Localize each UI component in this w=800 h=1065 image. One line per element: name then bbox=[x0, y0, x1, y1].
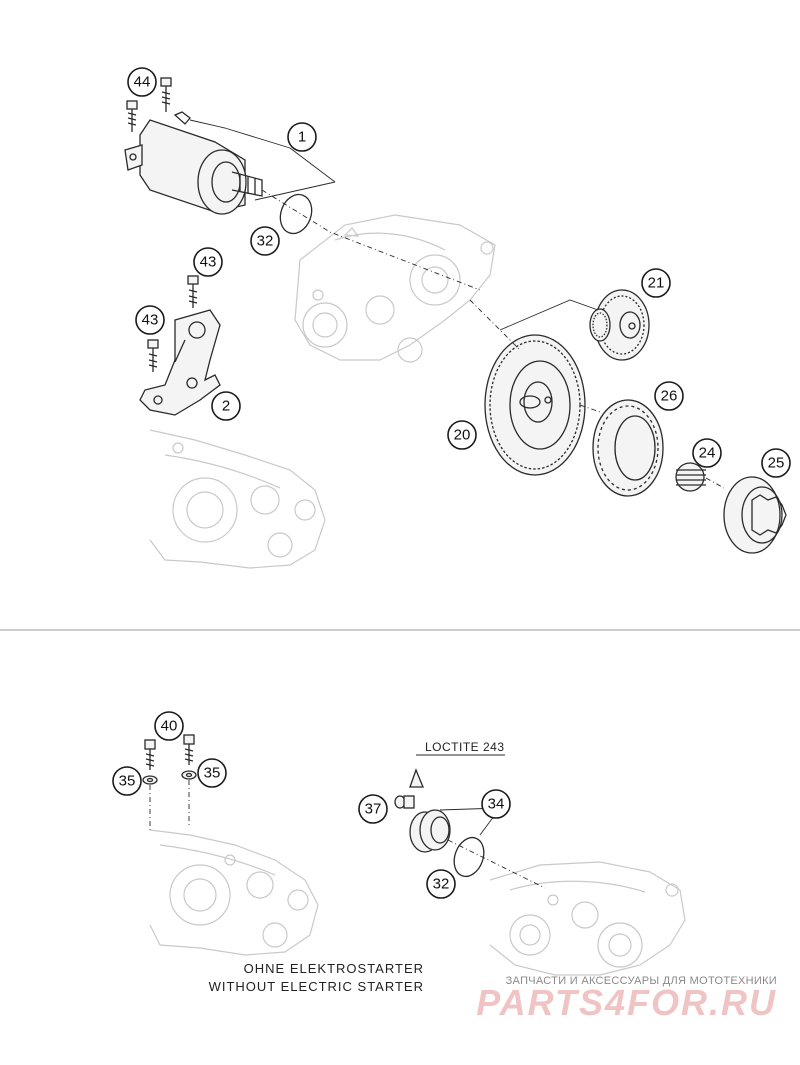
caption-german: OHNE ELEKTROSTARTER bbox=[244, 961, 424, 976]
bolt-44-left bbox=[126, 100, 138, 132]
engine-case-ghost-lower-right bbox=[489, 861, 686, 976]
svg-text:32: 32 bbox=[257, 233, 274, 250]
bolt-40-right bbox=[183, 734, 195, 765]
svg-text:32: 32 bbox=[433, 876, 450, 893]
callout-24: 24 bbox=[692, 438, 722, 468]
callout-34: 34 bbox=[481, 789, 511, 819]
callout-43-lower: 43 bbox=[135, 305, 165, 335]
cover-plug-34 bbox=[409, 809, 451, 853]
svg-text:37: 37 bbox=[365, 801, 382, 818]
svg-text:43: 43 bbox=[142, 312, 159, 329]
o-ring-32-lower bbox=[453, 836, 485, 878]
callout-35-left: 35 bbox=[112, 766, 142, 796]
svg-text:25: 25 bbox=[768, 455, 785, 472]
loctite-label: LOCTITE 243 bbox=[425, 740, 505, 754]
caption-english: WITHOUT ELECTRIC STARTER bbox=[209, 979, 424, 994]
washer-35-right bbox=[181, 770, 197, 780]
screw-37 bbox=[394, 795, 415, 809]
loctite-drop-icon bbox=[409, 768, 424, 788]
callout-1: 1 bbox=[287, 122, 317, 152]
needle-bearing-24 bbox=[675, 462, 706, 492]
starter-pinion-25 bbox=[723, 476, 787, 554]
svg-text:26: 26 bbox=[661, 388, 678, 405]
engine-case-ghost-upper-right bbox=[294, 214, 496, 363]
callout-25: 25 bbox=[761, 448, 791, 478]
svg-text:44: 44 bbox=[134, 74, 151, 91]
o-ring-32-upper bbox=[279, 193, 313, 235]
callout-35-right: 35 bbox=[197, 758, 227, 788]
starter-bracket bbox=[139, 309, 221, 416]
svg-text:35: 35 bbox=[204, 765, 221, 782]
starter-motor bbox=[124, 111, 263, 215]
engine-case-ghost-lower-left bbox=[149, 829, 319, 956]
svg-text:2: 2 bbox=[222, 398, 230, 415]
svg-text:1: 1 bbox=[298, 129, 306, 146]
freewheel-ring-26 bbox=[592, 399, 664, 497]
svg-text:24: 24 bbox=[699, 445, 716, 462]
bolt-40-left bbox=[144, 739, 156, 770]
callout-43-upper: 43 bbox=[193, 247, 223, 277]
bolt-43-lower bbox=[147, 339, 159, 372]
bolt-44-right bbox=[160, 77, 172, 112]
svg-text:43: 43 bbox=[200, 254, 217, 271]
intermediate-gear-21 bbox=[589, 289, 650, 361]
callout-37: 37 bbox=[358, 794, 388, 824]
svg-text:40: 40 bbox=[161, 718, 178, 735]
bolt-43-upper bbox=[187, 275, 199, 308]
svg-text:34: 34 bbox=[488, 796, 505, 813]
callout-40: 40 bbox=[154, 711, 184, 741]
svg-text:21: 21 bbox=[648, 275, 665, 292]
callout-44: 44 bbox=[127, 67, 157, 97]
watermark-tagline: ЗАПЧАСТИ И АКСЕССУАРЫ ДЛЯ МОТОТЕХНИКИ bbox=[506, 975, 777, 987]
callout-26: 26 bbox=[654, 381, 684, 411]
washer-35-left bbox=[142, 775, 158, 785]
svg-text:35: 35 bbox=[119, 773, 136, 790]
starter-gear-20 bbox=[484, 334, 586, 476]
callout-2: 2 bbox=[211, 391, 241, 421]
callout-32-upper: 32 bbox=[250, 226, 280, 256]
callout-21: 21 bbox=[641, 268, 671, 298]
svg-text:20: 20 bbox=[454, 427, 471, 444]
engine-case-ghost-upper-left bbox=[149, 429, 326, 569]
callout-20: 20 bbox=[447, 420, 477, 450]
watermark-brand: PARTS4FOR.RU bbox=[476, 982, 777, 1023]
callout-32-lower: 32 bbox=[426, 869, 456, 899]
